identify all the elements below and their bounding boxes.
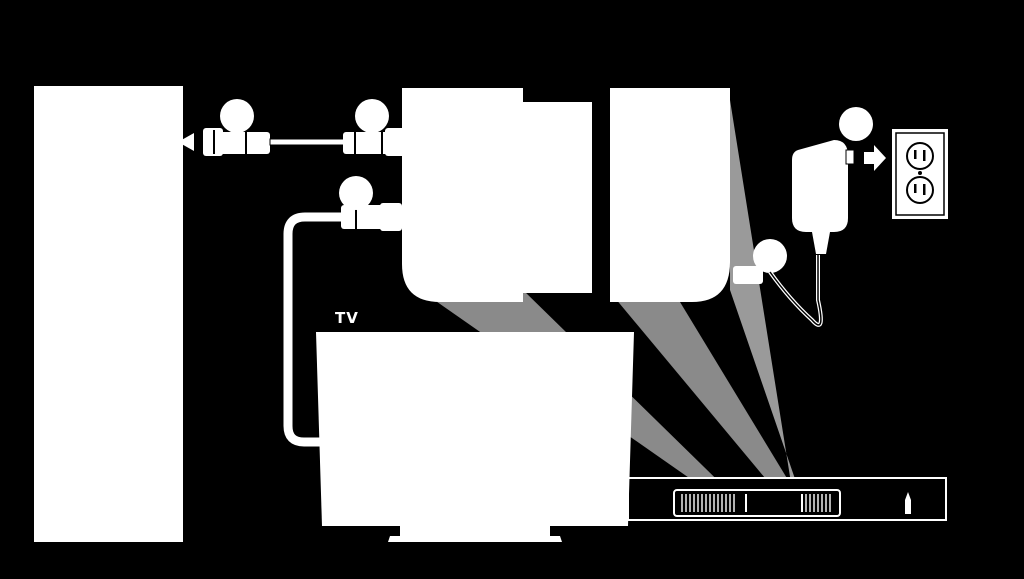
tv	[316, 332, 634, 542]
arrow-right-icon	[864, 145, 886, 171]
hdmi-cable-icon	[220, 99, 254, 133]
soundbar-tweeter	[905, 492, 911, 514]
arrow-left-icon	[178, 133, 194, 151]
wall-outlet	[890, 127, 950, 221]
input-device	[402, 88, 592, 302]
hdmi-cable-icon	[355, 99, 389, 133]
power-plug-icon	[839, 107, 873, 141]
output-device	[610, 88, 730, 302]
power-adapter	[792, 107, 886, 254]
beam-output-device-right	[730, 100, 805, 508]
hdmi-cable-icon	[339, 176, 373, 210]
soundbar	[627, 477, 947, 521]
tv-stand-neck	[400, 526, 550, 536]
tv-label: TV	[335, 309, 359, 327]
tv-stand-base	[388, 536, 562, 542]
power-plug-icon	[753, 239, 787, 273]
hdmi-cable-top	[178, 99, 405, 156]
tv-screen	[316, 332, 634, 526]
hdmi-cable-tv	[283, 176, 402, 447]
tall-cabinet	[34, 86, 183, 542]
beam-output-device-left	[610, 292, 805, 508]
power-cable	[733, 239, 823, 327]
